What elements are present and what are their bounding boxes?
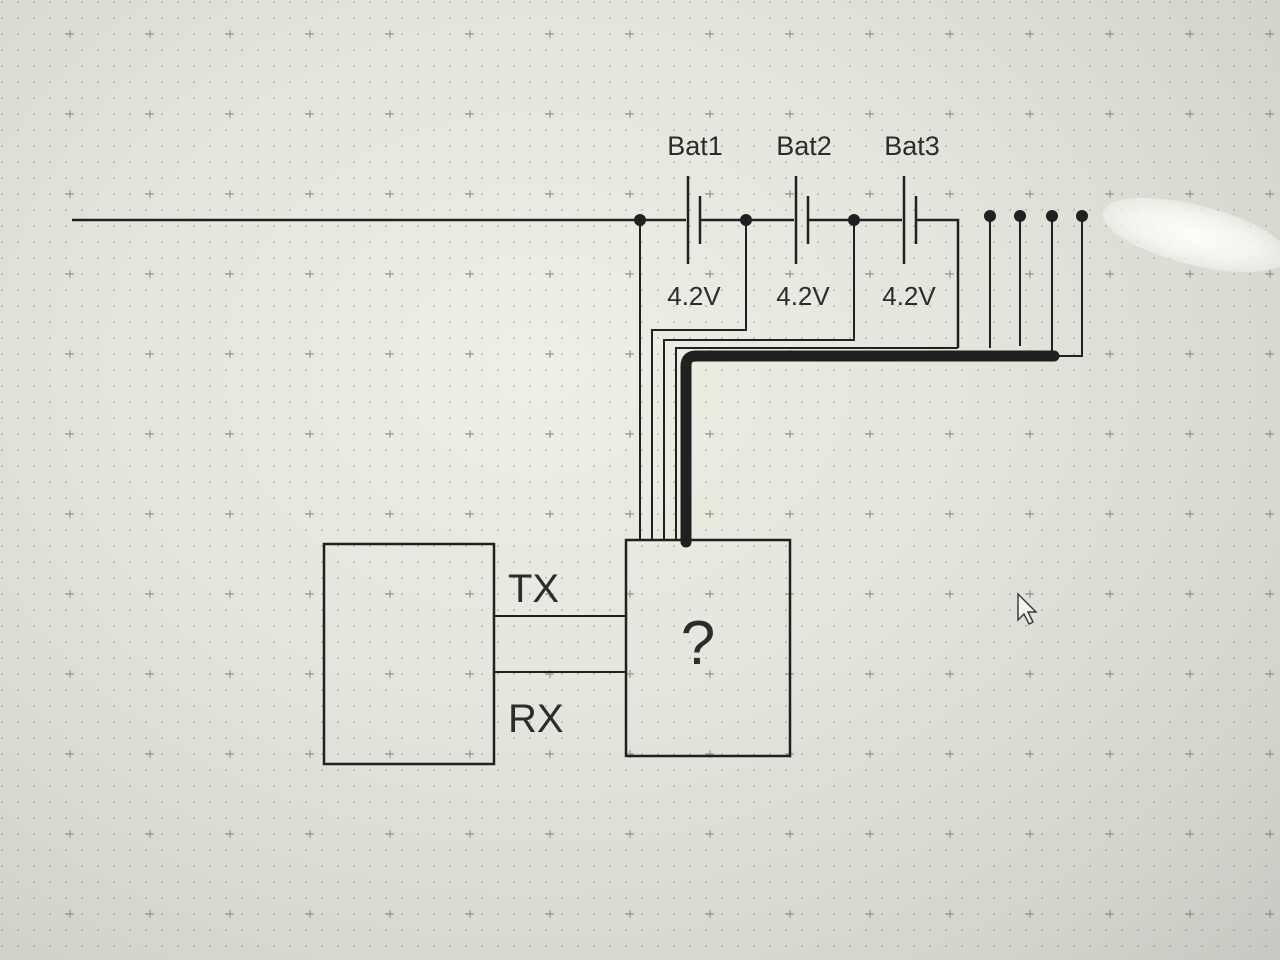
battery-label: Bat3	[884, 131, 940, 161]
battery-bat1[interactable]: Bat1 4.2V	[640, 131, 746, 311]
tap-wire-3	[663, 220, 855, 540]
battery-voltage: 4.2V	[667, 281, 721, 311]
battery-bat2[interactable]: Bat2 4.2V	[746, 131, 854, 311]
battery-label: Bat1	[667, 131, 723, 161]
mouse-pointer-icon	[1017, 592, 1038, 626]
thick-bus-wire	[680, 350, 1060, 548]
battery-label: Bat2	[776, 131, 832, 161]
unknown-module-label: ?	[681, 609, 715, 678]
tx-connection: TX	[494, 567, 626, 617]
unknown-module[interactable]: ?	[624, 538, 792, 758]
left-module-block[interactable]	[322, 542, 496, 766]
battery-bat3[interactable]: Bat3 4.2V	[854, 131, 960, 348]
output-terminals	[984, 210, 1088, 357]
rx-connection: RX	[494, 671, 626, 741]
junction-nodes	[634, 214, 860, 226]
tap-wire-4	[675, 347, 958, 540]
rx-label: RX	[508, 697, 564, 741]
tx-label: TX	[508, 567, 559, 611]
tap-wire-2	[651, 220, 747, 540]
battery-voltage: 4.2V	[882, 281, 936, 311]
battery-voltage: 4.2V	[776, 281, 830, 311]
